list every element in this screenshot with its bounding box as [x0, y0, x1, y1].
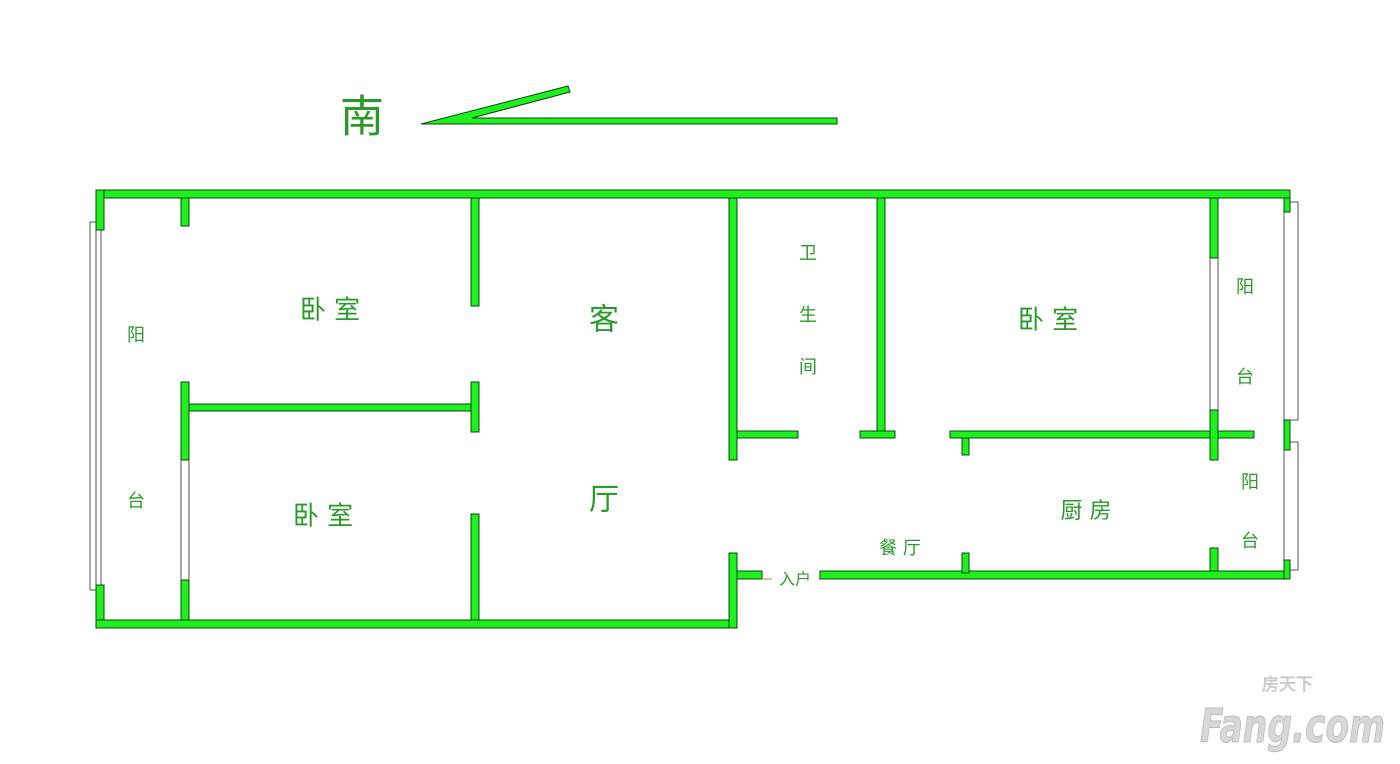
window-bedroom-right: [1209, 257, 1219, 411]
wall: [95, 189, 105, 231]
wall: [1209, 197, 1219, 259]
windows: [89, 201, 1299, 591]
bathroom-label-3: 间: [799, 357, 817, 378]
balcony-left-label-2: 台: [127, 491, 145, 512]
kitchen-label: 厨 房: [1061, 499, 1112, 524]
wall: [180, 197, 190, 227]
south-arrow: 南: [340, 85, 838, 143]
bathroom-label-2: 生: [799, 305, 817, 326]
balcony-left-label-1: 阳: [127, 325, 145, 346]
watermark: 房天下 Fang.com: [1200, 674, 1386, 754]
wall: [819, 570, 1291, 580]
window-right-balcony-top: [1283, 201, 1299, 421]
living-room-label-bottom: 厅: [589, 483, 619, 518]
entrance-label-bg: [772, 568, 818, 590]
wall: [188, 403, 473, 412]
watermark-chinese: 房天下: [1262, 674, 1313, 695]
window-right-balcony-bottom: [1283, 441, 1299, 571]
wall: [876, 197, 886, 433]
entrance-label: 入户: [779, 570, 811, 589]
wall: [1209, 409, 1219, 461]
wall: [859, 430, 896, 439]
bathroom-label-1: 卫: [799, 243, 817, 264]
wall: [949, 430, 1255, 439]
wall: [95, 189, 1291, 199]
room-labels: 卧 室 卧 室 客 厅 卫 生 间 卧 室 阳 台 阳 台 阳 台 厨 房 餐 …: [127, 243, 1259, 590]
balcony-right-top-label-1: 阳: [1236, 277, 1254, 298]
wall: [961, 437, 970, 456]
wall: [1283, 419, 1291, 451]
wall: [470, 381, 480, 433]
walls: [95, 189, 1291, 629]
bedroom-right-label: 卧 室: [1018, 306, 1078, 336]
window-left-balcony-inner: [95, 229, 102, 586]
south-label: 南: [340, 92, 384, 143]
wall: [470, 197, 480, 307]
wall: [95, 619, 738, 629]
wall: [1283, 559, 1291, 580]
balcony-right-top-label-2: 台: [1236, 367, 1254, 388]
wall: [180, 579, 190, 621]
window-bedroom-bottom: [180, 459, 190, 581]
wall: [961, 552, 970, 574]
balcony-right-bottom-label-2: 台: [1241, 531, 1259, 552]
wall: [736, 430, 799, 439]
wall: [470, 513, 480, 621]
arrow-icon: [420, 85, 838, 125]
watermark-brand: Fang.com: [1200, 699, 1385, 753]
wall: [180, 381, 190, 461]
bedroom-bottom-left-label: 卧 室: [293, 502, 353, 532]
wall: [1283, 197, 1291, 213]
living-room-label-top: 客: [589, 303, 619, 338]
bedroom-top-left-label: 卧 室: [300, 296, 360, 326]
balcony-right-bottom-label-1: 阳: [1241, 472, 1259, 493]
wall: [1209, 547, 1219, 575]
wall: [728, 552, 738, 629]
dining-label: 餐 厅: [879, 538, 921, 559]
wall: [728, 197, 738, 461]
wall: [736, 570, 763, 580]
